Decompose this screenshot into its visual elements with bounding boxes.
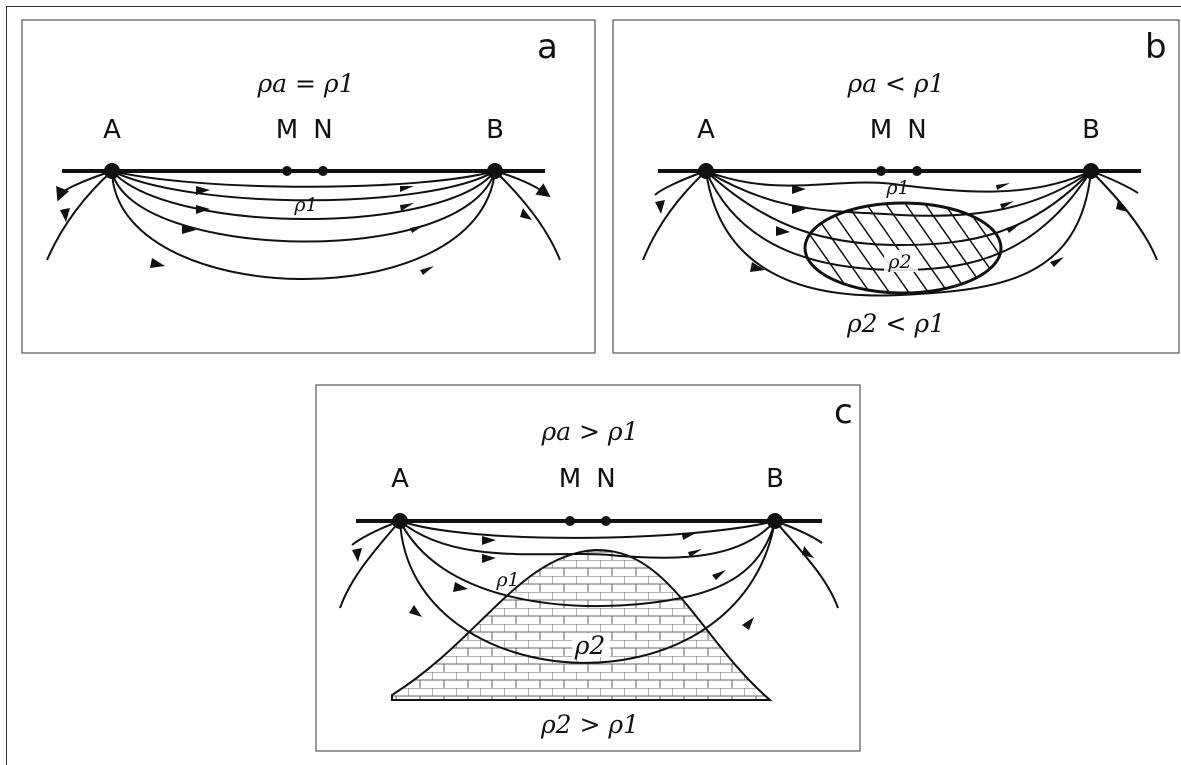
electrode-a [104,163,120,179]
panel-c-medium-label: ρ1 [495,569,519,591]
panel-b-condition: ρa < ρ1 [846,69,944,98]
electrode-n-label: N [313,115,332,145]
electrode-n-label: N [596,464,615,494]
electrode-m [876,166,886,176]
electrode-b-label: B [1082,115,1100,145]
electrode-b-label: B [766,464,784,494]
panel-c-relation: ρ2 > ρ1 [540,710,639,739]
panel-a-letter: a [537,27,558,67]
electrode-b-label: B [486,115,504,145]
panel-a-medium-label: ρ1 [293,194,317,216]
panel-a: a ρa = ρ1 A M N B [21,19,596,354]
panel-b: b ρa < ρ1 A M N B [612,19,1180,354]
electrode-n [912,166,922,176]
electrode-b [767,513,783,529]
panel-b-letter: b [1145,27,1167,67]
resistive-body [391,548,773,701]
figure-frame [6,6,1181,765]
electrode-b [1083,163,1099,179]
electrode-a-label: A [103,115,121,145]
electrode-n-label: N [907,115,926,145]
conductive-body [803,201,1003,295]
electrode-a-label: A [391,464,409,494]
panel-c-body-label: ρ2 [574,631,606,660]
electrode-n [601,516,611,526]
panel-b-body-label: ρ2 [887,251,911,273]
electrode-m [565,516,575,526]
electrode-a [698,163,714,179]
panel-c-letter: c [834,392,853,432]
electrode-n [318,166,328,176]
electrode-m-label: M [276,115,298,145]
electrode-m-label: M [870,115,892,145]
electrode-m-label: M [559,464,581,494]
electrode-b [487,163,503,179]
panel-b-relation: ρ2 < ρ1 [846,309,945,338]
panel-b-box [612,19,1180,354]
flow-arrows [655,183,1128,272]
flow-arrows [352,533,814,630]
electrode-a [392,513,408,529]
panel-a-condition: ρa = ρ1 [256,69,354,98]
flow-arrows [60,186,532,275]
panel-c: c ρa > ρ1 A M N B [315,384,861,752]
panel-b-medium-label: ρ1 [885,177,909,199]
electrode-m [282,166,292,176]
panel-c-condition: ρa > ρ1 [540,417,638,446]
electrode-a-label: A [697,115,715,145]
